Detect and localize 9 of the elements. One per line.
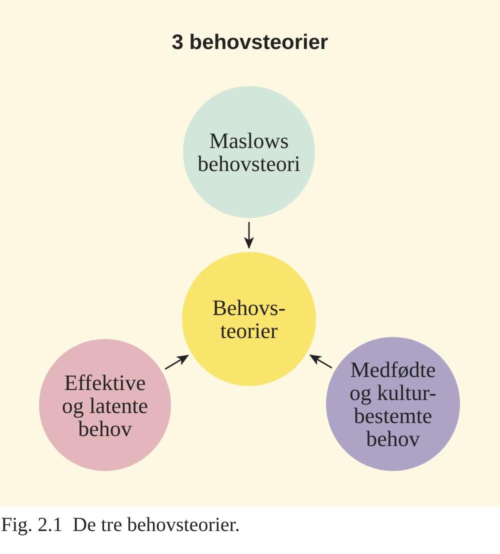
figure-caption: Fig. 2.1 De tre behovsteorier. — [1, 513, 240, 537]
circle-label: Behovs- teorier — [211, 296, 287, 342]
circle-label: Maslows behovsteori — [196, 129, 302, 175]
arrow — [244, 222, 254, 249]
arrow — [309, 354, 332, 369]
diagram-title: 3 behovsteorier — [172, 30, 328, 56]
arrow — [164, 354, 189, 370]
circle-label: Medfødte og kultur- bestemte behov — [348, 358, 438, 450]
circle-label: Effektive og latente behov — [60, 370, 150, 440]
